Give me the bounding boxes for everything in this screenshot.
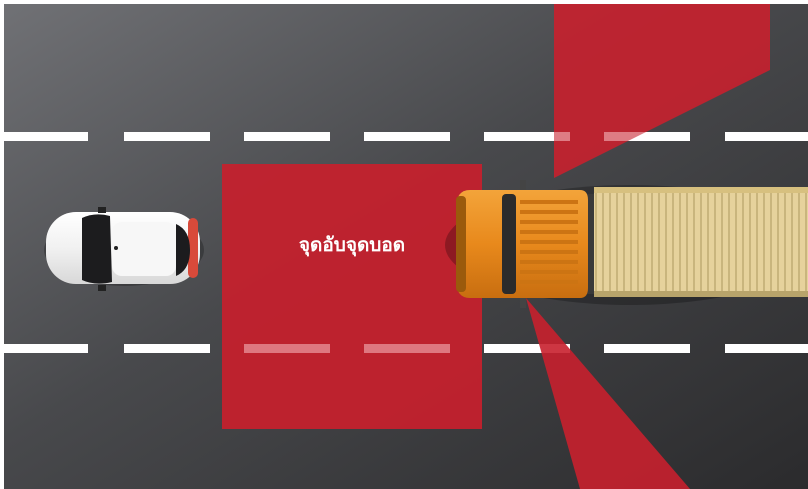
- car-icon: [44, 207, 204, 291]
- blind-spot-zone-front: [222, 164, 482, 429]
- lane-marking-top: [4, 132, 808, 141]
- blind-spot-label: จุดอับจุดบอด: [222, 230, 482, 260]
- truck-icon: [445, 180, 808, 308]
